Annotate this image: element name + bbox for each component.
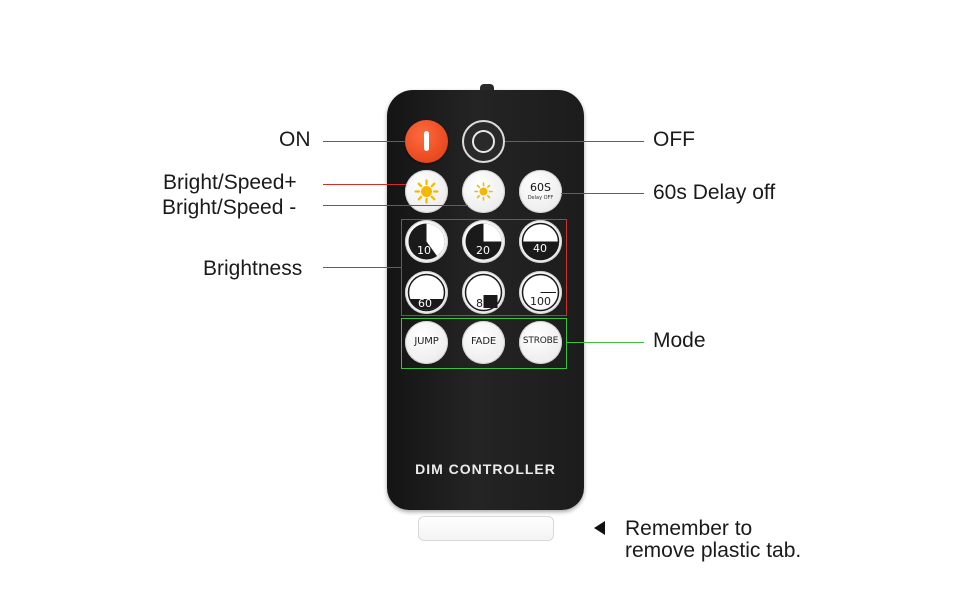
brightness-40-button[interactable]: 40: [519, 220, 562, 263]
off-button[interactable]: [462, 120, 505, 163]
brightness-10-label: 10: [417, 244, 431, 257]
brightness-40-label: 40: [533, 242, 547, 255]
off-callout: OFF: [653, 128, 695, 151]
brightness-100-label: 100: [530, 295, 551, 308]
brightness-10-button[interactable]: 10: [405, 220, 448, 263]
mode-leader-line: [567, 342, 644, 343]
mode-fade-button[interactable]: FADE: [462, 321, 505, 364]
delay-off-button[interactable]: 60S Delay OFF: [519, 170, 562, 213]
on-button[interactable]: [405, 120, 448, 163]
mode-strobe-label: STROBE: [522, 336, 559, 346]
on-callout: ON: [279, 128, 311, 151]
delay-off-callout: 60s Delay off: [653, 181, 776, 204]
sun-small-icon: [474, 182, 493, 201]
mode-fade-label: FADE: [471, 336, 496, 347]
tab-note-line1: Remember to: [625, 517, 753, 540]
brightness-80-label: 80: [476, 297, 490, 310]
battery-plastic-tab[interactable]: [418, 516, 554, 541]
brightness-10-icon: [408, 223, 445, 260]
brightness-20-button[interactable]: 20: [462, 220, 505, 263]
brightness-20-label: 20: [476, 244, 490, 257]
remote-brand-label: DIM CONTROLLER: [415, 461, 556, 477]
brightness-callout: Brightness: [203, 257, 303, 280]
tab-note-line2: remove plastic tab.: [625, 539, 802, 562]
off-leader-line: [505, 141, 644, 142]
bright-speed-minus-callout: Bright/Speed -: [162, 196, 297, 219]
brightness-40-icon: [521, 222, 560, 261]
delay-button-main-label: 60S: [530, 181, 551, 194]
bright-speed-plus-callout: Bright/Speed+: [163, 171, 297, 194]
brightness-100-icon: [521, 273, 560, 312]
brightness-60-button[interactable]: 60: [405, 271, 448, 314]
power-on-icon: [424, 131, 429, 151]
left-arrow-icon: [594, 521, 605, 535]
bright-speed-minus-button[interactable]: [462, 170, 505, 213]
power-off-icon: [472, 130, 495, 153]
bright-minus-leader-line: [323, 205, 468, 206]
bright-plus-leader-line: [323, 184, 406, 185]
mode-jump-button[interactable]: JUMP: [405, 321, 448, 364]
remote-top-nub: [480, 84, 494, 92]
delay-leader-line: [561, 193, 644, 194]
mode-jump-label: JUMP: [414, 336, 439, 347]
sun-large-icon: [414, 179, 439, 204]
mode-callout: Mode: [653, 329, 706, 352]
brightness-80-icon: [464, 273, 503, 312]
brightness-60-icon: [407, 273, 446, 312]
delay-button-sub-label: Delay OFF: [527, 195, 554, 201]
brightness-20-icon: [465, 223, 502, 260]
brightness-60-label: 60: [418, 297, 432, 310]
brightness-80-button[interactable]: 80: [462, 271, 505, 314]
on-leader-line: [323, 141, 406, 142]
mode-strobe-button[interactable]: STROBE: [519, 321, 562, 364]
brightness-leader-line: [323, 267, 401, 268]
brightness-100-button[interactable]: 100: [519, 271, 562, 314]
bright-speed-plus-button[interactable]: [405, 170, 448, 213]
